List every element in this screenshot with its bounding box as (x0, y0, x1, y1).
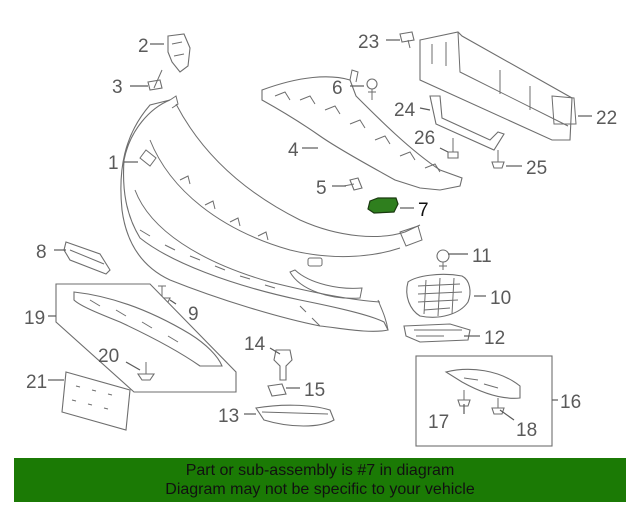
part-5-bolt[interactable] (343, 177, 363, 191)
callout-15[interactable]: 15 (304, 380, 325, 401)
callout-26[interactable]: 26 (414, 128, 435, 149)
callout-12[interactable]: 12 (484, 328, 505, 349)
callout-9[interactable]: 9 (188, 304, 199, 325)
callout-20[interactable]: 20 (98, 346, 119, 367)
part-18-fastener[interactable] (491, 398, 505, 415)
part-7-cover-highlighted[interactable] (367, 197, 399, 214)
callout-17[interactable]: 17 (428, 412, 449, 433)
callout-18[interactable]: 18 (516, 420, 537, 441)
part-1-bumper-cover[interactable] (120, 95, 423, 332)
part-25-clip[interactable] (491, 150, 505, 169)
part-19-assembly-box (55, 283, 237, 393)
callout-8[interactable]: 8 (36, 242, 47, 263)
callout-5[interactable]: 5 (316, 178, 327, 199)
part-4-absorber[interactable] (261, 69, 463, 191)
part-10-grille[interactable] (406, 273, 471, 318)
callout-10[interactable]: 10 (490, 288, 511, 309)
callout-22[interactable]: 22 (596, 108, 617, 129)
part-17-fastener[interactable] (457, 390, 471, 407)
callout-7[interactable]: 7 (418, 200, 429, 221)
banner-line-2: Diagram may not be specific to your vehi… (165, 481, 475, 498)
callout-14[interactable]: 14 (244, 334, 266, 355)
part-8-trim[interactable] (63, 241, 111, 275)
part-3-bolt[interactable] (147, 69, 163, 91)
part-2-bracket[interactable] (167, 33, 191, 73)
callout-6[interactable]: 6 (332, 78, 343, 99)
part-14-bracket[interactable] (273, 349, 293, 381)
part-21-plate-bracket[interactable] (61, 371, 131, 431)
banner-line-1: Part or sub-assembly is #7 in diagram (185, 462, 455, 479)
callout-2[interactable]: 2 (138, 36, 149, 57)
callout-21[interactable]: 21 (26, 372, 47, 393)
callout-labels: 1 2 3 4 5 6 7 8 9 10 11 12 13 14 15 16 1… (24, 32, 617, 441)
part-20-fastener[interactable] (136, 362, 156, 381)
part-24-bracket[interactable] (429, 95, 505, 151)
callout-leader-lines (48, 39, 592, 421)
part-26-bolt[interactable] (447, 138, 459, 159)
callout-24[interactable]: 24 (394, 100, 416, 121)
part-11-clip[interactable] (436, 249, 450, 270)
part-13-lower-trim[interactable] (255, 404, 335, 427)
parts-diagram: 1 2 3 4 5 6 7 8 9 10 11 12 13 14 15 16 1… (24, 31, 617, 447)
part-22-impact-beam[interactable] (419, 31, 577, 141)
callout-1[interactable]: 1 (108, 153, 119, 174)
callout-25[interactable]: 25 (526, 158, 547, 179)
callout-11[interactable]: 11 (472, 246, 492, 267)
part-6-clip[interactable] (366, 78, 378, 100)
part-12-trim[interactable] (403, 323, 471, 343)
part-15-clip[interactable] (267, 383, 287, 397)
callout-16[interactable]: 16 (560, 392, 581, 413)
callout-13[interactable]: 13 (218, 406, 239, 427)
part-16-assembly-box (415, 355, 553, 447)
callout-4[interactable]: 4 (288, 140, 299, 161)
info-banner: Part or sub-assembly is #7 in diagram Di… (14, 458, 626, 502)
part-23-bolt[interactable] (399, 31, 415, 49)
callout-19[interactable]: 19 (24, 308, 45, 329)
callout-3[interactable]: 3 (112, 77, 123, 98)
callout-23[interactable]: 23 (358, 32, 379, 53)
